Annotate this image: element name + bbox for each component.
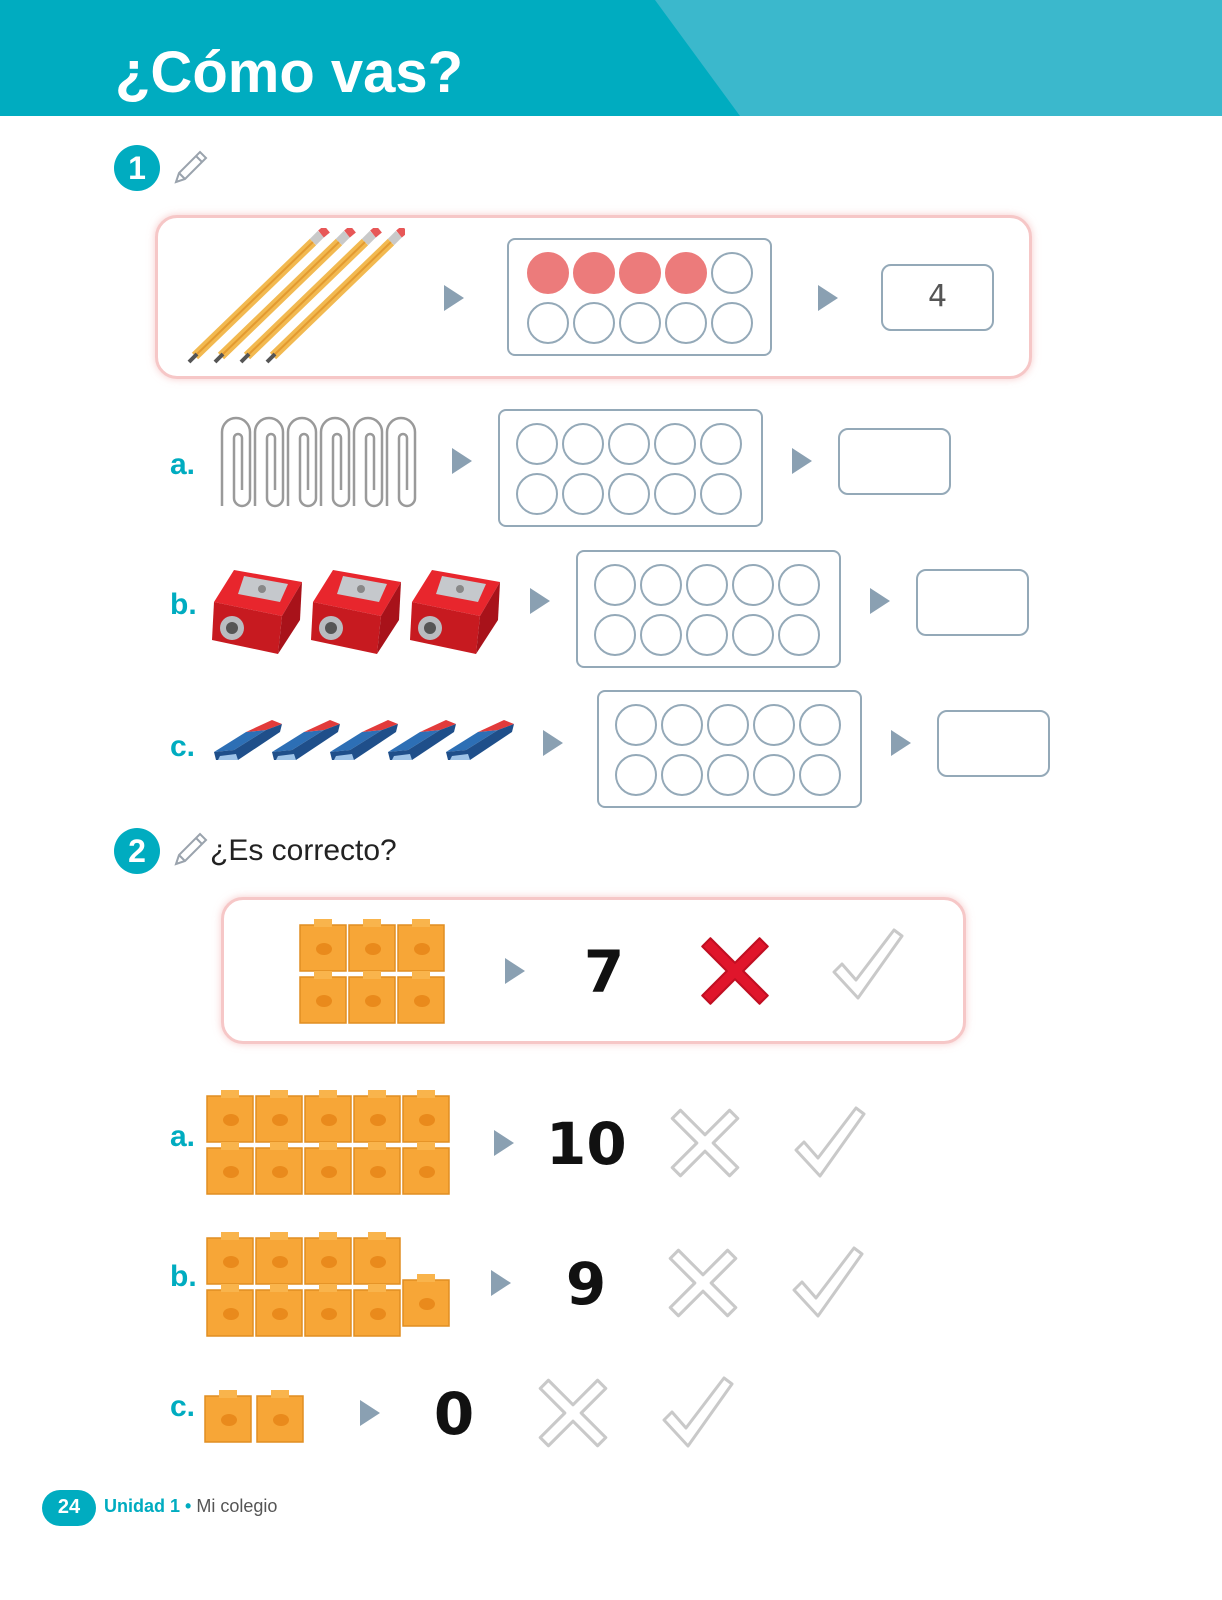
sharpeners-illustration <box>212 570 500 654</box>
arrow-icon <box>891 730 911 756</box>
ten-frame[interactable] <box>498 409 763 527</box>
frame-circle[interactable] <box>732 564 774 606</box>
frame-circle[interactable] <box>665 302 707 344</box>
frame-circle[interactable] <box>619 302 661 344</box>
frame-circle[interactable] <box>594 564 636 606</box>
ten-frame <box>507 238 772 356</box>
frame-circle[interactable] <box>562 423 604 465</box>
frame-circle[interactable] <box>778 564 820 606</box>
cubes-illustration <box>299 918 445 1024</box>
footer-text: Unidad 1 • Mi colegio <box>104 1496 277 1517</box>
check-mark-icon[interactable] <box>658 1370 738 1454</box>
arrow-icon <box>543 730 563 756</box>
arrow-icon <box>452 448 472 474</box>
frame-circle[interactable] <box>686 564 728 606</box>
check-mark-icon[interactable] <box>790 1100 870 1184</box>
exercise-number-badge: 1 <box>114 145 160 191</box>
erasers-illustration <box>214 720 514 760</box>
frame-circle[interactable] <box>700 473 742 515</box>
x-mark-icon[interactable] <box>530 1370 616 1456</box>
frame-circle[interactable] <box>608 423 650 465</box>
frame-circle[interactable] <box>799 754 841 796</box>
cubes-illustration <box>206 1231 450 1337</box>
x-mark-icon[interactable] <box>660 1240 746 1326</box>
page-title: ¿Cómo vas? <box>115 40 464 105</box>
header-accent <box>0 0 740 116</box>
frame-circle[interactable] <box>608 473 650 515</box>
frame-circle[interactable] <box>700 423 742 465</box>
paper-clips-illustration <box>220 416 417 508</box>
frame-circle[interactable] <box>615 754 657 796</box>
frame-circle[interactable] <box>640 614 682 656</box>
frame-circle <box>665 252 707 294</box>
item-letter: a. <box>170 1120 196 1153</box>
exercise-number-badge: 2 <box>114 828 160 874</box>
item-letter: b. <box>170 1260 197 1293</box>
frame-circle[interactable] <box>562 473 604 515</box>
frame-circle[interactable] <box>594 614 636 656</box>
frame-circle[interactable] <box>686 614 728 656</box>
arrow-icon <box>792 448 812 474</box>
arrow-icon <box>494 1130 514 1156</box>
ten-frame[interactable] <box>576 550 841 668</box>
question-text: ¿Es correcto? <box>210 834 397 867</box>
arrow-icon <box>444 285 464 311</box>
check-mark-icon[interactable] <box>788 1240 868 1324</box>
answer-box[interactable] <box>838 428 951 495</box>
item-letter: c. <box>170 730 196 763</box>
frame-circle[interactable] <box>615 704 657 746</box>
arrow-icon <box>870 588 890 614</box>
frame-circle[interactable] <box>732 614 774 656</box>
frame-circle[interactable] <box>654 473 696 515</box>
count-number: 9 <box>565 1250 607 1318</box>
frame-circle[interactable] <box>516 423 558 465</box>
frame-circle[interactable] <box>711 252 753 294</box>
frame-circle[interactable] <box>661 754 703 796</box>
frame-circle[interactable] <box>654 423 696 465</box>
arrow-icon <box>818 285 838 311</box>
pencils-illustration <box>187 228 405 366</box>
frame-circle[interactable] <box>707 754 749 796</box>
frame-circle[interactable] <box>640 564 682 606</box>
x-mark-icon[interactable] <box>662 1100 748 1186</box>
frame-circle <box>573 252 615 294</box>
answer-box: 4 <box>881 264 994 331</box>
separator: • <box>185 1496 192 1516</box>
unit-label: Unidad 1 <box>104 1496 181 1516</box>
frame-circle[interactable] <box>573 302 615 344</box>
x-mark-icon <box>701 937 769 1005</box>
pencil-icon <box>174 832 208 866</box>
frame-circle[interactable] <box>753 704 795 746</box>
frame-circle[interactable] <box>516 473 558 515</box>
ten-frame[interactable] <box>597 690 862 808</box>
chapter-label: Mi colegio <box>196 1496 278 1516</box>
arrow-icon <box>530 588 550 614</box>
item-letter: b. <box>170 588 197 621</box>
count-number: 10 <box>546 1110 627 1178</box>
arrow-icon <box>491 1270 511 1296</box>
frame-circle[interactable] <box>799 704 841 746</box>
frame-circle[interactable] <box>711 302 753 344</box>
arrow-icon <box>505 958 525 984</box>
item-letter: a. <box>170 448 196 481</box>
count-number: 7 <box>583 938 625 1006</box>
arrow-icon <box>360 1400 380 1426</box>
frame-circle[interactable] <box>661 704 703 746</box>
cubes-illustration <box>206 1089 450 1195</box>
count-number: 0 <box>433 1380 475 1448</box>
frame-circle[interactable] <box>778 614 820 656</box>
item-letter: c. <box>170 1390 196 1423</box>
pencil-icon <box>174 150 208 184</box>
cubes-illustration <box>204 1389 304 1443</box>
frame-circle[interactable] <box>707 704 749 746</box>
frame-circle <box>619 252 661 294</box>
frame-circle <box>527 252 569 294</box>
page-number: 24 <box>42 1490 96 1526</box>
check-mark-icon[interactable] <box>828 922 908 1006</box>
answer-box[interactable] <box>916 569 1029 636</box>
frame-circle[interactable] <box>527 302 569 344</box>
answer-box[interactable] <box>937 710 1050 777</box>
frame-circle[interactable] <box>753 754 795 796</box>
